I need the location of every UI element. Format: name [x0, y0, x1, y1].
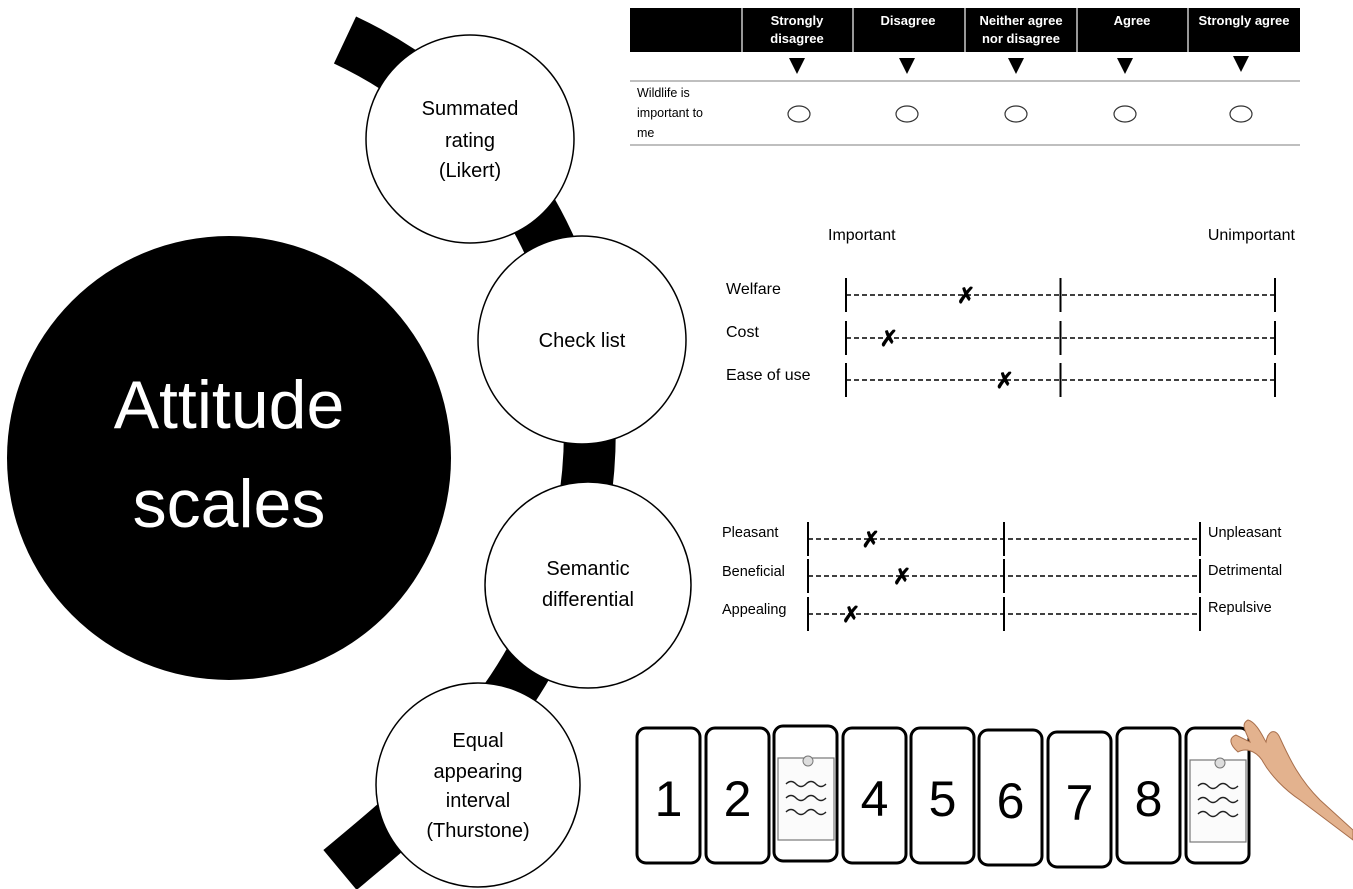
thurstone-card-2[interactable] — [704, 726, 771, 865]
thurstone-card-number-2: 2 — [724, 771, 752, 827]
likert-radio-5[interactable] — [1229, 105, 1253, 123]
hand-illustration — [1230, 719, 1353, 841]
checklist-mark-1: ✗ — [957, 283, 975, 308]
semantic-left-label-2: Beneficial — [722, 564, 785, 580]
likert-arrow-4 — [1117, 58, 1133, 74]
thurstone-card-number-8: 8 — [1135, 771, 1163, 827]
thurstone-card-number-5: 5 — [929, 771, 957, 827]
scribble-line — [785, 794, 827, 802]
likert-arrow-3 — [1008, 58, 1024, 74]
checklist-left-label: Important — [828, 227, 896, 244]
scribble-line — [1197, 782, 1239, 790]
scribble-line — [1197, 796, 1239, 804]
title-line-1: Attitude — [114, 367, 345, 443]
semantic-left-label-3: Appealing — [722, 602, 787, 618]
scribble-line — [785, 808, 827, 816]
checklist-item-label-2: Cost — [726, 324, 759, 341]
method-likert-line-3: (Likert) — [439, 160, 501, 182]
pushpin-icon — [802, 755, 814, 767]
checklist-mark-2: ✗ — [880, 326, 898, 351]
method-thurstone-line-3: interval — [446, 790, 510, 812]
thurstone-card-number-6: 6 — [997, 773, 1025, 829]
thurstone-card-4[interactable] — [841, 726, 908, 865]
method-thurstone-line-2: appearing — [434, 761, 523, 783]
thurstone-card-6[interactable] — [977, 728, 1044, 867]
likert-arrow-5 — [1233, 56, 1249, 72]
likert-radio-3[interactable] — [1004, 105, 1028, 123]
semantic-right-label-2: Detrimental — [1208, 563, 1282, 579]
likert-header-strongly-disagree-1: Strongly — [771, 13, 824, 28]
pushpin-icon — [1214, 757, 1226, 769]
likert-radio-2[interactable] — [895, 105, 919, 123]
method-thurstone: Equal appearing interval (Thurstone) — [375, 682, 581, 888]
method-likert-line-2: rating — [445, 130, 495, 152]
method-thurstone-line-1: Equal — [452, 730, 503, 752]
method-checklist: Check list — [477, 235, 687, 445]
thurstone-card-number-1: 1 — [655, 771, 683, 827]
semantic-mark-1: ✗ — [862, 527, 880, 552]
likert-radio-1[interactable] — [787, 105, 811, 123]
method-thurstone-line-4: (Thurstone) — [426, 820, 529, 842]
likert-header-strongly-agree: Strongly agree — [1198, 13, 1289, 28]
thurstone-card-number-4: 4 — [861, 771, 889, 827]
method-semantic-line-2: differential — [542, 589, 634, 611]
checklist-mark-3: ✗ — [996, 368, 1014, 393]
likert-statement-line-3: me — [637, 126, 654, 140]
title-line-2: scales — [133, 466, 326, 542]
semantic-right-label-3: Repulsive — [1208, 600, 1272, 616]
checklist-scale: Important Unimportant Welfare Cost Ease … — [726, 227, 1296, 397]
semantic-left-label-1: Pleasant — [722, 525, 778, 541]
method-semantic-line-1: Semantic — [546, 558, 629, 580]
method-likert-line-1: Summated — [422, 98, 519, 120]
method-likert: Summated rating (Likert) — [365, 34, 575, 244]
thurstone-card-8[interactable] — [1115, 726, 1182, 865]
likert-statement-line-1: Wildlife is — [637, 86, 690, 100]
likert-header-disagree: Disagree — [881, 13, 936, 28]
semantic-mark-2: ✗ — [893, 564, 911, 589]
title-circle — [7, 236, 451, 680]
likert-header-agree: Agree — [1114, 13, 1151, 28]
likert-header-neither-1: Neither agree — [979, 13, 1062, 28]
thurstone-card-1[interactable] — [635, 726, 702, 865]
likert-arrow-2 — [899, 58, 915, 74]
semantic-mark-3: ✗ — [842, 602, 860, 627]
checklist-right-label: Unimportant — [1208, 227, 1296, 244]
checklist-item-label-1: Welfare — [726, 281, 781, 298]
likert-radio-4[interactable] — [1113, 105, 1137, 123]
likert-header-neither-2: nor disagree — [982, 31, 1060, 46]
checklist-item-label-3: Ease of use — [726, 367, 811, 384]
thurstone-card-5[interactable] — [909, 726, 976, 865]
likert-header-strongly-disagree-2: disagree — [770, 31, 823, 46]
method-checklist-line-1: Check list — [539, 330, 626, 352]
likert-table: Strongly disagree Disagree Neither agree… — [630, 8, 1300, 146]
thurstone-card-7[interactable] — [1046, 730, 1113, 869]
likert-arrow-1 — [789, 58, 805, 74]
semantic-scale: Pleasant Beneficial Appealing Unpleasant… — [722, 522, 1282, 631]
scribble-line — [785, 780, 827, 788]
thurstone-card-number-7: 7 — [1066, 775, 1094, 831]
method-semantic: Semantic differential — [484, 481, 692, 689]
likert-statement-line-2: important to — [637, 106, 703, 120]
scribble-line — [1197, 810, 1239, 818]
semantic-right-label-1: Unpleasant — [1208, 525, 1281, 541]
